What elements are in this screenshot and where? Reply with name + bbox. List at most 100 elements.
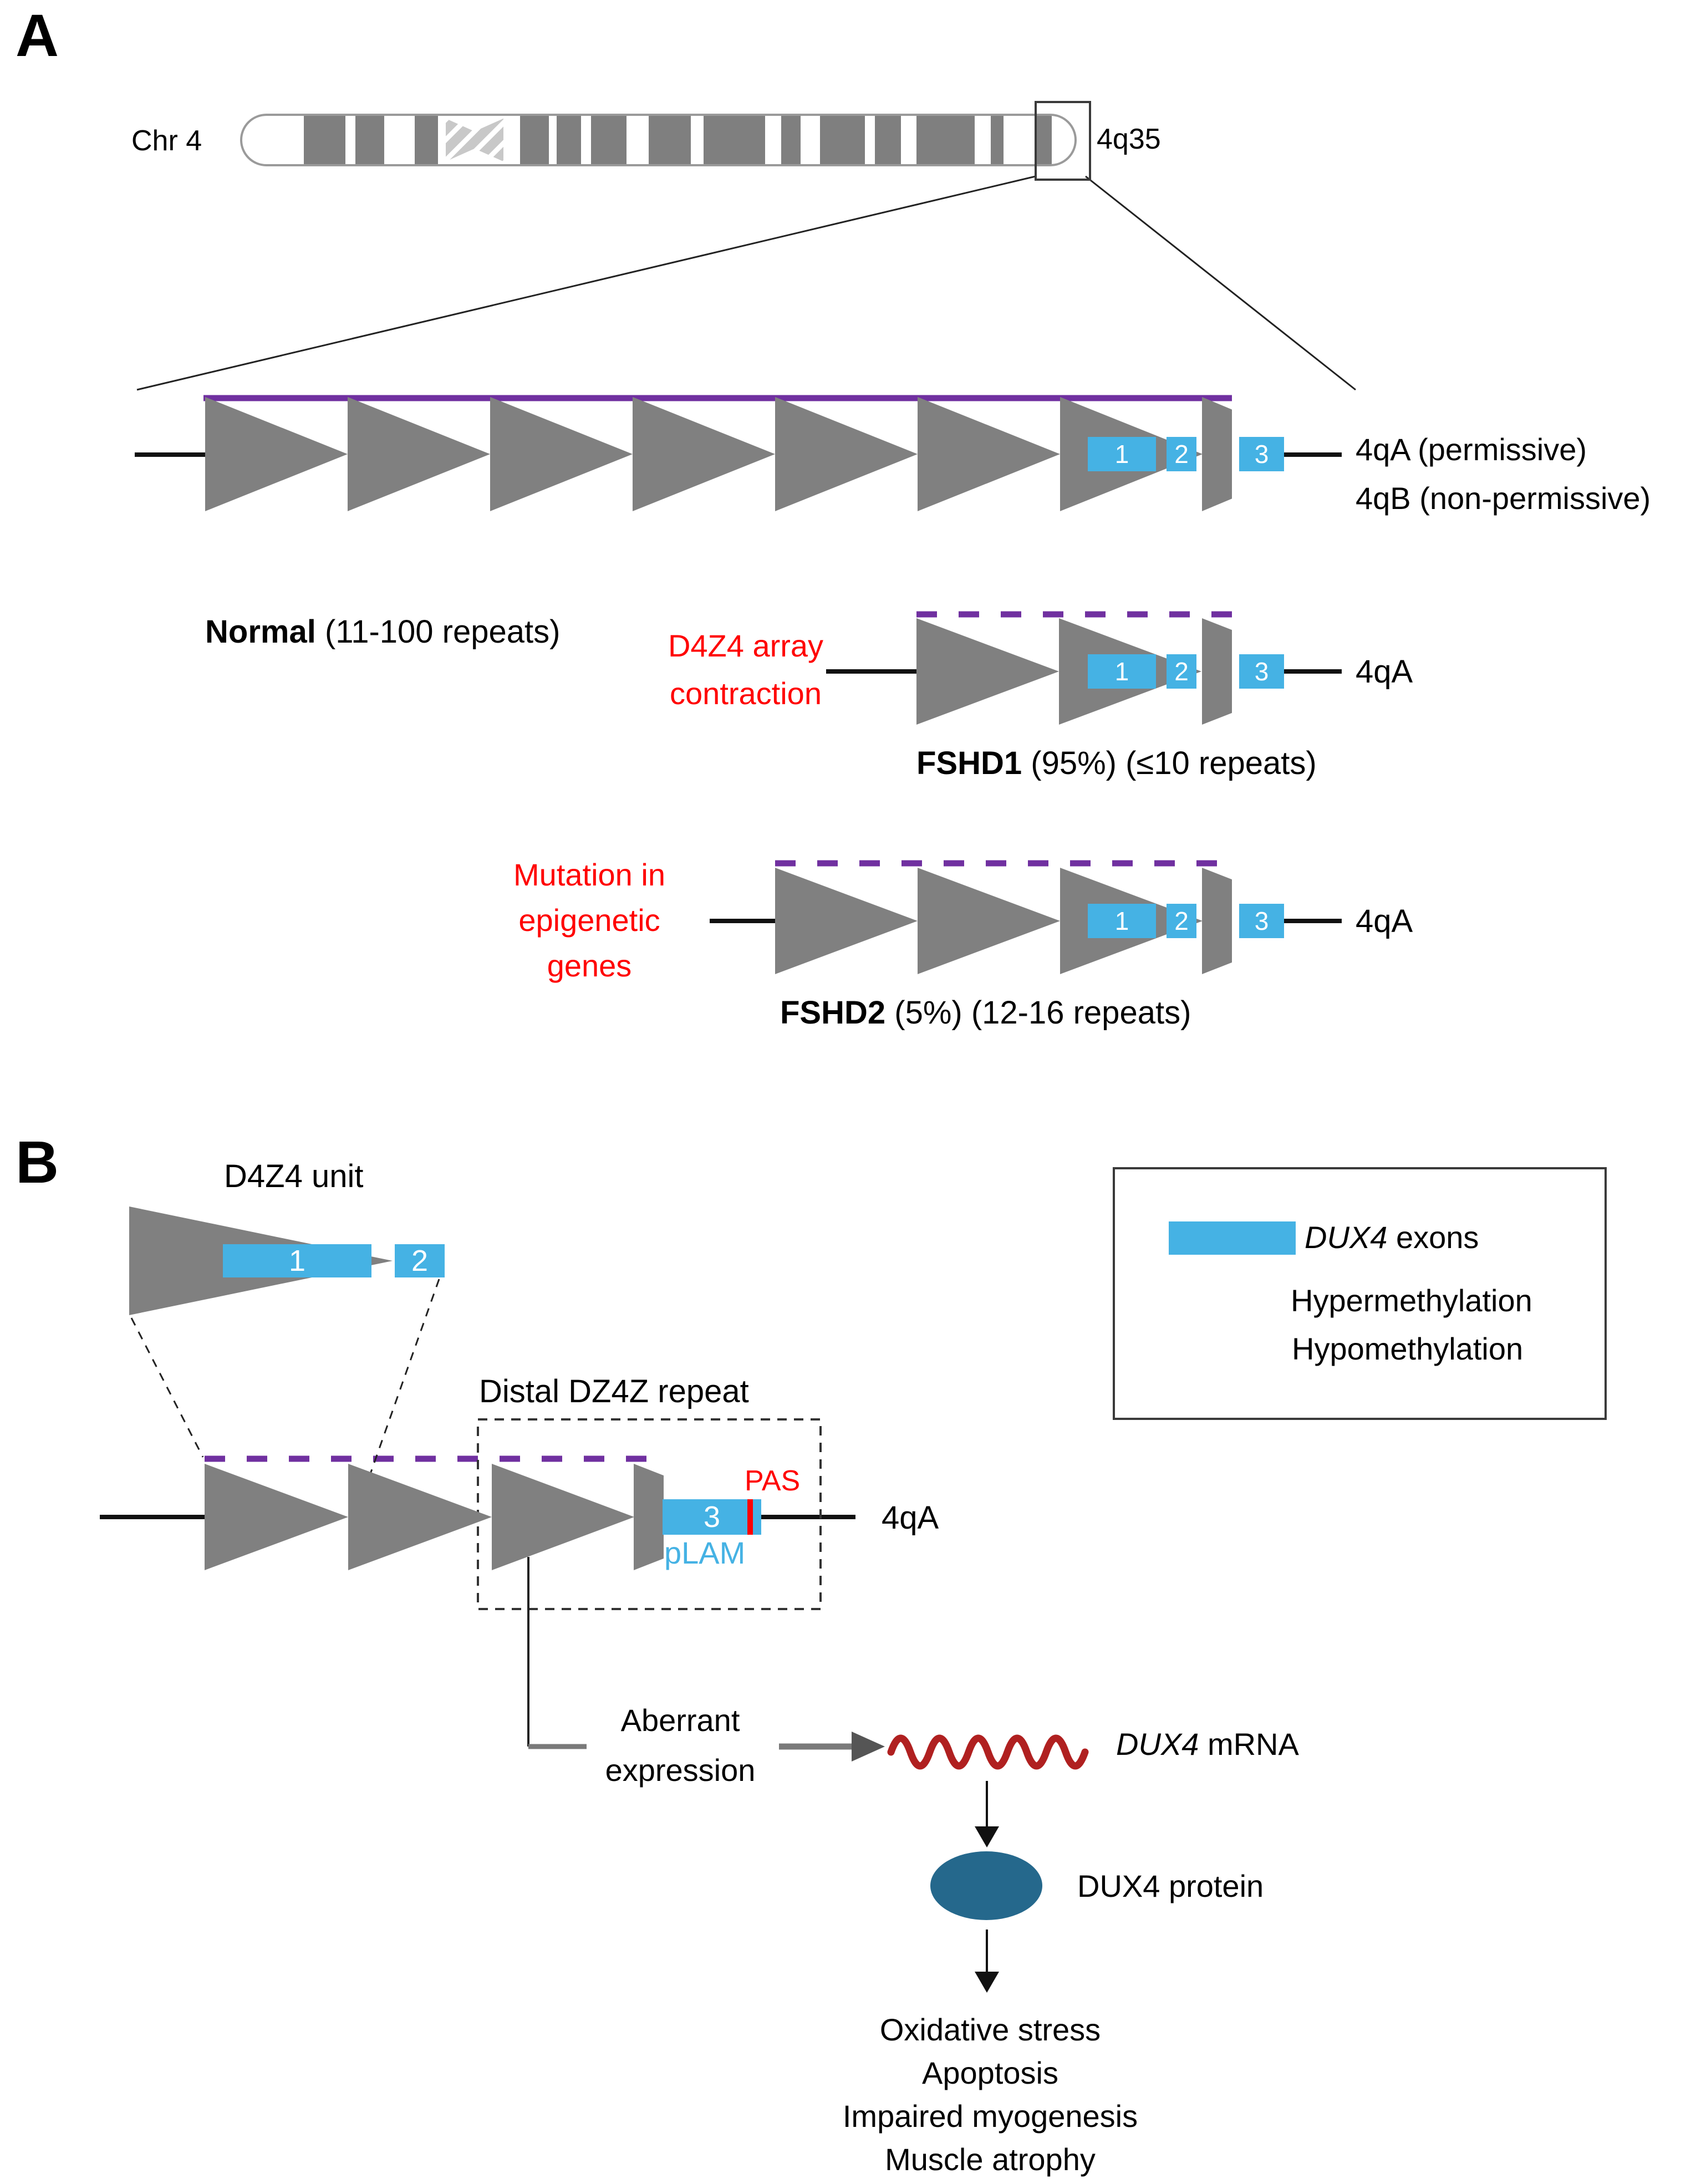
legend-exon-swatch [1169,1221,1296,1255]
dux4-exon3-box: 3 [1239,904,1284,938]
chromosome-band [520,116,549,164]
exon-number: 1 [1114,657,1129,686]
partial-d4z4-repeat [1202,618,1232,725]
dux4-exon3-box: 3 [1239,654,1284,689]
chromosome-band [591,116,627,164]
outcome-item: Oxidative stress [879,2012,1101,2047]
down-arrowhead-2 [975,1972,999,1993]
unit-zoom-line-left [130,1317,204,1458]
fshd1-cause-label: D4Z4 array contraction [621,622,870,717]
outcome-item: Apoptosis [922,2055,1058,2090]
unit-exon1-box: 1 [223,1244,371,1277]
chromosome-band [415,116,438,164]
allele-label-4qa: 4qA [1356,903,1413,939]
allele-label-4qb: 4qB (non-permissive) [1356,481,1651,516]
exon-number: 3 [1254,907,1269,935]
cause-line: Mutation in [513,857,665,892]
dux4-exon1-box: 1 [1088,654,1156,689]
cause-line: contraction [670,676,822,711]
exon-number: 2 [411,1244,429,1277]
outcome-item: Muscle atrophy [885,2142,1096,2177]
legend-hypermethylation-label: Hypermethylation [1291,1283,1532,1318]
downstream-effects-list: Oxidative stress Apoptosis Impaired myog… [741,2008,1240,2181]
chromosome-band [304,116,345,164]
chromosome-band [916,116,975,164]
allele-label-4qa: 4qA (permissive) [1356,432,1587,467]
allele-label-4qa: 4qA [1356,654,1413,690]
chromosome-label: Chr 4 [131,125,202,157]
dux4-exon1-box: 1 [1088,904,1156,938]
normal-row-label: Normal (11-100 repeats) [205,614,560,650]
exon-number: 3 [1254,657,1269,686]
aberrant-line: Aberrant [620,1703,740,1738]
locus-label: 4q35 [1097,123,1161,155]
chromosome-band [820,116,865,164]
mrna-wave-icon [887,1734,1089,1770]
dux4-exon2-box: 2 [1167,904,1196,938]
fshd1-detail: (95%) (≤10 repeats) [1022,745,1317,781]
chromosome-band [557,116,581,164]
zoom-wedge-line-left [136,175,1036,391]
expression-arrowhead [852,1732,885,1762]
exon-word: exons [1387,1220,1479,1255]
zoom-wedge-line-right [1085,175,1356,391]
cause-line: epigenetic [518,903,660,938]
locus-4q35-box [1035,101,1091,181]
cause-line: D4Z4 array [668,628,824,663]
unit-zoom-line-right [369,1279,440,1474]
exon-number: 2 [1174,657,1189,686]
dux4-exon2-box: 2 [1167,654,1196,689]
fshd2-detail: (5%) (12-16 repeats) [885,995,1191,1031]
protein-label: DUX4 protein [1077,1869,1264,1903]
mrna-word: mRNA [1199,1727,1299,1762]
dux4-exon2-box: 2 [1167,437,1196,471]
chromosome-band [991,116,1004,164]
fshd2-name: FSHD2 [780,995,886,1031]
down-arrowhead-1 [975,1826,999,1847]
normal-name: Normal [205,614,316,650]
dux4-exon1-box: 1 [1088,437,1156,471]
panel-b-label: B [16,1128,59,1195]
dux4-gene-name: DUX4 [1116,1727,1199,1762]
exon-number: 2 [1174,907,1189,935]
plam-label: pLAM [664,1535,746,1570]
chromosome-band [355,116,384,164]
exon-number: 2 [1174,440,1189,469]
dux4-exon3-box: 3 [1239,437,1284,471]
aberrant-line: expression [605,1753,756,1788]
mrna-label: DUX4 mRNA [1116,1727,1299,1762]
fshd1-name: FSHD1 [916,745,1022,781]
d4z4-unit-label: D4Z4 unit [224,1158,364,1194]
pas-label: PAS [745,1465,801,1497]
fshd2-row-label: FSHD2 (5%) (12-16 repeats) [780,995,1191,1031]
dux4-exon3-box: 3 [663,1499,761,1535]
exon-number: 1 [1114,440,1129,469]
partial-d4z4-repeat [634,1464,664,1570]
aberrant-expression-label: Aberrant expression [558,1696,802,1795]
allele-label-4qa: 4qA [882,1500,939,1536]
normal-detail: (11-100 repeats) [315,614,561,650]
chromosome-4-ideogram [240,114,1077,166]
chromosome-band [704,116,765,164]
pas-site-marker [747,1499,753,1535]
cause-line: genes [547,948,632,983]
chromosome-band [875,116,901,164]
legend-hypomethylation-label: Hypomethylation [1292,1331,1524,1366]
fshd2-cause-label: Mutation in epigenetic genes [449,852,730,989]
exon-number: 1 [288,1244,306,1277]
distal-repeat-label: Distal DZ4Z repeat [479,1373,749,1409]
legend-exon-label: DUX4 exons [1305,1220,1479,1255]
unit-exon2-box: 2 [395,1244,445,1277]
chromosome-band [649,116,691,164]
fshd1-row-label: FSHD1 (95%) (≤10 repeats) [916,745,1317,782]
dux4-protein-icon [930,1851,1042,1920]
chromosome-band [781,116,801,164]
chromosome-band [1036,116,1052,164]
partial-d4z4-repeat [1202,868,1232,974]
exon-number: 3 [703,1500,721,1534]
dux4-gene-name: DUX4 [1305,1220,1388,1255]
exon-number: 1 [1114,907,1129,935]
exon-number: 3 [1254,440,1269,469]
